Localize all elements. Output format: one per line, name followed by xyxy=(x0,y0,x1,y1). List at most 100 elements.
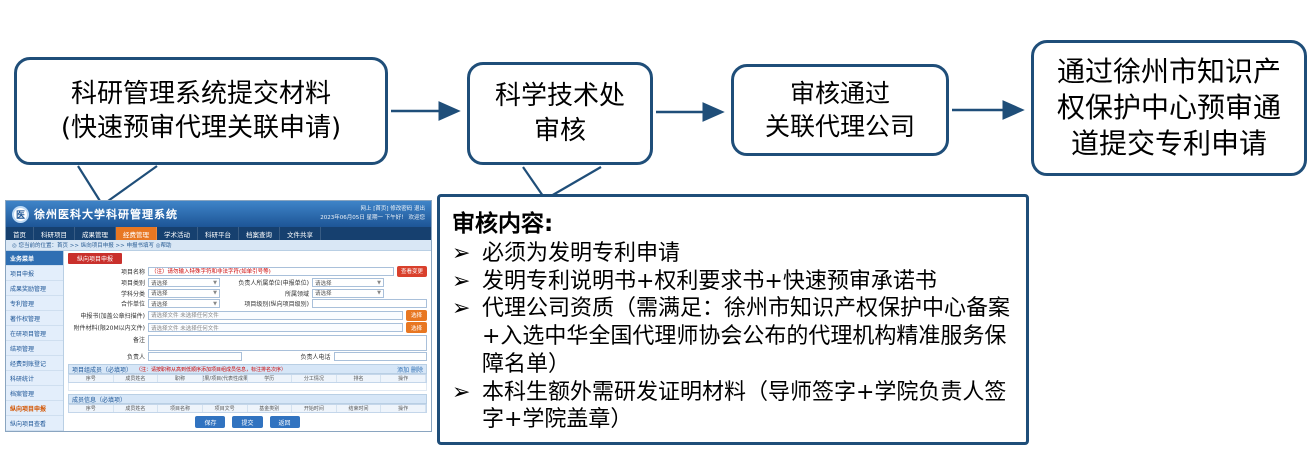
partner-select[interactable]: 请选择▼ xyxy=(148,299,220,308)
review-item-text: 必须为发明专利申请 xyxy=(482,241,681,266)
sidebar-item[interactable]: 专利管理 xyxy=(6,296,63,311)
bullet-arrow-icon: ➢ xyxy=(452,241,471,266)
flow-step-label: 科研管理系统提交材料 xyxy=(70,78,331,109)
sidebar-item[interactable]: 纵向项目查看 xyxy=(6,416,63,431)
page-tab: 纵向项目申报 xyxy=(68,253,123,264)
table-header-cell: 成果/项目(代表性成果) xyxy=(203,375,248,382)
table-header-cell: 项目名称 xyxy=(158,405,203,412)
application-file-input[interactable]: 请选择文件 未选择任何文件 xyxy=(148,310,403,320)
flow-step-submit-patent: 通过徐州市知识产权保护中心预审通道提交专利申请 xyxy=(1031,40,1307,176)
flow-step-label: 审核通过 xyxy=(789,79,890,108)
choose-file-button[interactable]: 选择 xyxy=(405,322,427,333)
field-label: 备注 xyxy=(132,336,145,344)
nav-item-archive[interactable]: 档案查询 xyxy=(239,227,280,240)
callout-tail-review-left xyxy=(522,166,544,197)
form-panel: 纵向项目申报 项目名称 （注）请勿输入特殊字符和非法字符(如单引号等) 查看变更… xyxy=(64,251,431,431)
flow-step-sublabel: 关联代理公司 xyxy=(764,112,915,141)
nav-item-activities[interactable]: 学术活动 xyxy=(157,227,198,240)
callout-tail-screenshot-left xyxy=(77,165,101,202)
table-header-cell: 开始时间 xyxy=(292,405,337,412)
discipline-select[interactable]: 请选择 ▼ xyxy=(148,288,220,298)
field-label: 申报书(加盖公章扫描件) xyxy=(80,312,145,320)
view-changes-button[interactable]: 查看变更 xyxy=(396,265,427,277)
field-label: 学科分类 xyxy=(120,290,145,298)
nav-item-achievements[interactable]: 成果管理 xyxy=(75,227,116,240)
review-item: ➢ 本科生额外需研发证明材料（导师签字+学院负责人签字+学院盖章） xyxy=(452,379,1014,434)
field-label: 合作单位 xyxy=(120,301,145,308)
form-actions: 保存 提交 返回 xyxy=(68,413,427,430)
category-select[interactable]: 请选择▼ xyxy=(148,278,220,287)
bullet-arrow-icon: ➢ xyxy=(452,379,471,405)
member-actions-links[interactable]: 添加 删除 xyxy=(397,366,423,374)
form-row-application-file: 申报书(加盖公章扫描件) 请选择文件 未选择任何文件 选择 xyxy=(68,309,427,321)
project-name-input[interactable]: （注）请勿输入特殊字符和非法字符(如单引号等) xyxy=(148,266,394,276)
flow-step-sci-tech-review: 科学技术处 审核 xyxy=(467,62,653,165)
form-row-partner: 合作单位 请选择▼ 项目级别(纵向项目级别) xyxy=(68,299,427,308)
submit-button[interactable]: 提交 xyxy=(232,416,263,428)
remarks-textarea[interactable] xyxy=(148,334,427,351)
review-item: ➢ 代理公司资质（需满足：徐州市知识产权保护中心备案+入选中华全国代理师协会公布… xyxy=(452,295,1014,378)
app-header: 医 徐州医科大学科研管理系统 网上 [首页] 修改密码 退出 2023年06月0… xyxy=(6,201,431,227)
back-button[interactable]: 返回 xyxy=(269,416,300,428)
table-header-cell: 成员姓名 xyxy=(114,375,159,382)
nav-item-files[interactable]: 文件共享 xyxy=(280,227,321,240)
bullet-arrow-icon: ➢ xyxy=(452,296,471,322)
table-header-cell: 序号 xyxy=(69,405,114,412)
field-label: 项目级别(纵向项目级别) xyxy=(244,301,309,308)
welcome-text: 2023年06月05日 星期一 下午好！ 欢迎您 xyxy=(320,215,425,221)
review-item: ➢ 发明专利说明书+权利要求书+快速预审承诺书 xyxy=(452,268,1014,296)
sidebar-item[interactable]: 经费到账登记 xyxy=(6,356,63,371)
sidebar-item-active[interactable]: 纵向项目申报 xyxy=(6,401,63,416)
form-row-attachment: 附件材料(限20M以内文件) 请选择文件 未选择任何文件 选择 xyxy=(68,322,427,333)
leader-phone-input[interactable] xyxy=(333,352,427,361)
form-row-discipline: 学科分类 请选择 ▼ 所属领域 请选择 ▼ xyxy=(68,288,427,298)
app-title: 徐州医科大学科研管理系统 xyxy=(34,208,178,221)
dropdown-arrow-icon: ▼ xyxy=(213,290,217,296)
sidebar-item[interactable]: 结项管理 xyxy=(6,341,63,356)
dropdown-arrow-icon: ▼ xyxy=(377,290,381,296)
main-nav: 首页 科研项目 成果管理 经费管理 学术活动 科研平台 档案查询 文件共享 xyxy=(6,227,431,240)
field-select[interactable]: 请选择 ▼ xyxy=(312,288,384,298)
sidebar-item[interactable]: 科研统计 xyxy=(6,371,63,386)
table-header-cell: 操作 xyxy=(381,375,426,382)
section-title: 项目组成员（必填项） xyxy=(72,366,133,374)
select-value: 请选择 xyxy=(315,291,332,297)
review-item-text: 代理公司资质（需满足：徐州市知识产权保护中心备案+入选中华全国代理师协会公布的代… xyxy=(482,296,1011,377)
table-empty-row xyxy=(68,383,427,391)
flow-step-approved-agency: 审核通过 关联代理公司 xyxy=(731,64,949,156)
table-header-cell: 学历 xyxy=(248,375,293,382)
section-note: （注：请按职称从高到低顺序添加项目组成员信息，标注排名次序） xyxy=(136,366,287,373)
choose-file-button[interactable]: 选择 xyxy=(405,309,427,321)
flow-step-sublabel: 审核 xyxy=(533,115,586,146)
unit-select[interactable]: 请选择▼ xyxy=(312,278,384,287)
field-label: 所属领域 xyxy=(284,290,309,298)
save-button[interactable]: 保存 xyxy=(195,416,226,428)
nav-item-platform[interactable]: 科研平台 xyxy=(198,227,239,240)
flow-step-label: 通过徐州市知识产权保护中心预审通道提交专利申请 xyxy=(1056,55,1281,160)
level-input[interactable] xyxy=(312,299,427,308)
nav-item-funding[interactable]: 经费管理 xyxy=(116,227,157,240)
nav-item-home[interactable]: 首页 xyxy=(6,227,34,240)
system-screenshot: 医 徐州医科大学科研管理系统 网上 [首页] 修改密码 退出 2023年06月0… xyxy=(5,200,432,432)
select-value: 请选择 xyxy=(315,280,332,287)
table-header-cell: 项目文号 xyxy=(203,405,248,412)
sidebar-item[interactable]: 档案管理 xyxy=(6,386,63,401)
sidebar-item[interactable]: 成果奖励管理 xyxy=(6,281,63,296)
review-item-text: 本科生额外需研发证明材料（导师签字+学院负责人签字+学院盖章） xyxy=(482,379,1007,433)
nav-item-projects[interactable]: 科研项目 xyxy=(34,227,75,240)
attachment-file-input[interactable]: 请选择文件 未选择任何文件 xyxy=(148,323,403,332)
review-content-callout: 审核内容: ➢ 必须为发明专利申请 ➢ 发明专利说明书+权利要求书+快速预审承诺… xyxy=(437,194,1029,445)
app-logo-icon: 医 xyxy=(12,205,29,223)
flow-step-submit-materials: 科研管理系统提交材料 (快速预审代理关联申请) xyxy=(14,57,388,165)
table-header-cell: 操作 xyxy=(381,405,426,412)
sidebar-item[interactable]: 项目申报 xyxy=(6,266,63,281)
sidebar-item[interactable]: 著作权管理 xyxy=(6,311,63,326)
sidebar-item[interactable]: 在研项目管理 xyxy=(6,326,63,341)
callout-tail-screenshot-right xyxy=(107,165,158,202)
select-value: 请选择 xyxy=(151,291,168,297)
user-links[interactable]: 网上 [首页] 修改密码 退出 xyxy=(360,206,425,213)
app-body: 业务菜单 项目申报 成果奖励管理 专利管理 著作权管理 在研项目管理 结项管理 … xyxy=(6,251,431,431)
table-header-cell: 结束时间 xyxy=(337,405,382,412)
leader-input[interactable] xyxy=(148,352,242,361)
